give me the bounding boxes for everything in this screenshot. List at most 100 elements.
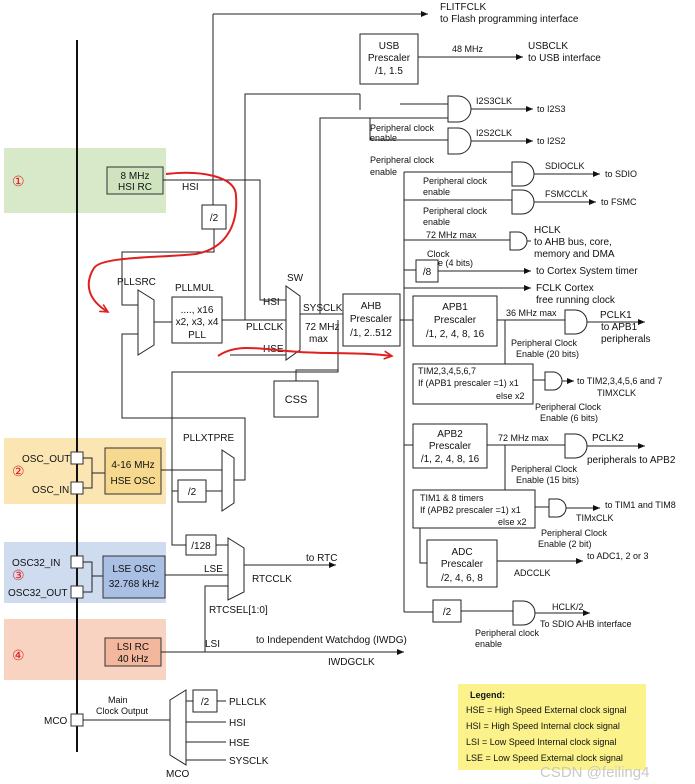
usb-prescaler	[359, 33, 419, 85]
pllxtpre-label: PLLXTPRE	[183, 433, 234, 444]
i2s3clk-label: I2S3CLK	[476, 96, 512, 106]
apb2-title: APB2	[437, 429, 463, 440]
div8-label: /8	[423, 267, 432, 278]
tim-apb1-title: TIM2,3,4,5,6,7	[418, 366, 476, 376]
pllsrc-mux	[137, 289, 155, 356]
timx1-enable2: Enable (6 bits)	[540, 413, 598, 423]
pllsrc-label: PLLSRC	[117, 277, 156, 288]
ahb-prescaler-label: Prescaler	[350, 314, 393, 325]
sdio-enable: Peripheral clock	[423, 176, 488, 186]
timx2-dest: to TIM1 and TIM8	[605, 500, 676, 510]
i2s2-dest: to I2S2	[537, 136, 566, 146]
timx1-label: TIMXCLK	[597, 388, 636, 398]
apb1-max: 36 MHz max	[506, 308, 557, 318]
hclk2-enable: Peripheral clock	[475, 628, 540, 638]
mco-mux	[169, 689, 187, 766]
ahb-prescaler	[342, 293, 401, 347]
hclk-gate	[509, 231, 528, 251]
lse-osc-freq: 32.768 kHz	[109, 579, 160, 590]
i2s2-wire	[369, 118, 448, 141]
hsi-rc-freq: 8 MHz	[121, 171, 150, 182]
pllmul-label: PLLMUL	[175, 283, 214, 294]
lse-label: LSE	[204, 564, 223, 575]
sdio-enable2: enable	[423, 187, 450, 197]
mco-input-wires	[186, 721, 226, 761]
lse-pin-wires	[83, 561, 103, 593]
fclk-desc: free running clock	[536, 295, 616, 306]
rtcclk-label: RTCCLK	[252, 574, 292, 585]
i2s3-enable: Peripheral clock	[370, 123, 435, 133]
pclk1-enable: Peripheral Clock	[511, 338, 578, 348]
marker-4: ④	[12, 647, 25, 663]
apb1-title: APB1	[442, 302, 468, 313]
timx2-gate	[548, 498, 567, 518]
mco-mux-label: MCO	[166, 769, 190, 780]
apb2-prescaler-label: Prescaler	[429, 441, 472, 452]
usb-ratio: /1, 1.5	[375, 66, 403, 77]
legend-box	[458, 684, 646, 770]
hse-to-div2	[171, 470, 178, 492]
iwdg-dest: to Independent Watchdog (IWDG)	[256, 635, 407, 646]
hse-osc-label: HSE OSC	[110, 476, 155, 487]
i2s2-enable: Peripheral clock	[370, 155, 435, 165]
hse-osc-freq: 4-16 MHz	[111, 460, 154, 471]
fsmc-enable: Peripheral clock	[423, 206, 488, 216]
tim-apb1-else: else x2	[496, 391, 525, 401]
flitf-label: FLITFCLK	[440, 2, 486, 13]
pllclk-label: PLLCLK	[246, 322, 284, 333]
pclk2-enable: Peripheral Clock	[511, 464, 578, 474]
hclk2-gate	[512, 600, 536, 626]
apb1-prescaler-label: Prescaler	[434, 315, 477, 326]
i2s2clk-label: I2S2CLK	[476, 128, 512, 138]
tim-apb1-rule: If (APB1 prescaler =1) x1	[418, 378, 519, 388]
red-annotation-path	[87, 171, 238, 312]
tim-apb2-title: TIM1 & 8 timers	[420, 493, 484, 503]
css-block	[273, 380, 319, 418]
timx2-enable2: Enable (2 bit)	[538, 539, 592, 549]
pclk2-label: PCLK2	[592, 433, 624, 444]
hclk2-enable2: enable	[475, 639, 502, 649]
pclk1-desc2: peripherals	[601, 334, 650, 345]
usb-freq: 48 MHz	[452, 44, 484, 54]
sdio-dest: to SDIO	[605, 169, 637, 179]
lsi-rc-label: LSI RC	[117, 642, 149, 653]
i2s2-gate	[447, 127, 472, 155]
mco-pin-label: MCO	[44, 716, 68, 727]
hclk-max: 72 MHz max	[426, 230, 477, 240]
legend-hse: HSE = High Speed External clock signal	[466, 705, 626, 715]
lse-osc-label: LSE OSC	[112, 564, 155, 575]
tim-apb1-block	[412, 363, 534, 405]
apb1-ratio: /1, 2, 4, 8, 16	[426, 329, 485, 340]
pclk1-label: PCLK1	[600, 310, 632, 321]
adc-prescaler-label: Prescaler	[441, 559, 484, 570]
hse-osc-block: 4-16 MHz HSE OSC	[104, 447, 162, 495]
marker-1: ①	[12, 173, 25, 189]
pclk1-desc1: to APB1	[601, 322, 638, 333]
adcclk-label: ADCCLK	[514, 568, 551, 578]
osc-out-pin	[70, 451, 84, 465]
pclk2-enable2: Enable (15 bits)	[516, 475, 579, 485]
tim-apb2-rule: If (APB2 prescaler =1) x1	[420, 505, 521, 515]
pll-label: PLL	[188, 330, 206, 341]
usbclk-desc: to USB interface	[528, 53, 601, 64]
fclk-label: FCLK Cortex	[536, 283, 594, 294]
sysclk-max: max	[309, 334, 328, 345]
marker-3: ③	[12, 567, 25, 583]
css-wire	[295, 369, 338, 381]
pclk2-gate	[564, 433, 588, 459]
usb-prescaler-label: Prescaler	[368, 53, 411, 64]
fsmcclk-label: FSMCCLK	[545, 189, 588, 199]
osc-in-label: OSC_IN	[32, 485, 69, 496]
pllclk-to-usb	[244, 93, 360, 320]
sw-label: SW	[287, 273, 304, 284]
mco-in-hse: HSE	[229, 738, 250, 749]
apb1-prescaler	[412, 295, 498, 347]
osc32-in-label: OSC32_IN	[12, 558, 60, 569]
timx1-gate	[544, 371, 563, 391]
mco-title2: Clock Output	[96, 706, 149, 716]
timx1-enable: Peripheral Clock	[535, 402, 602, 412]
hse-div2-label: /2	[188, 487, 197, 498]
marker-2: ②	[12, 463, 25, 479]
hsi-div2-to-pllsrc	[121, 229, 215, 306]
